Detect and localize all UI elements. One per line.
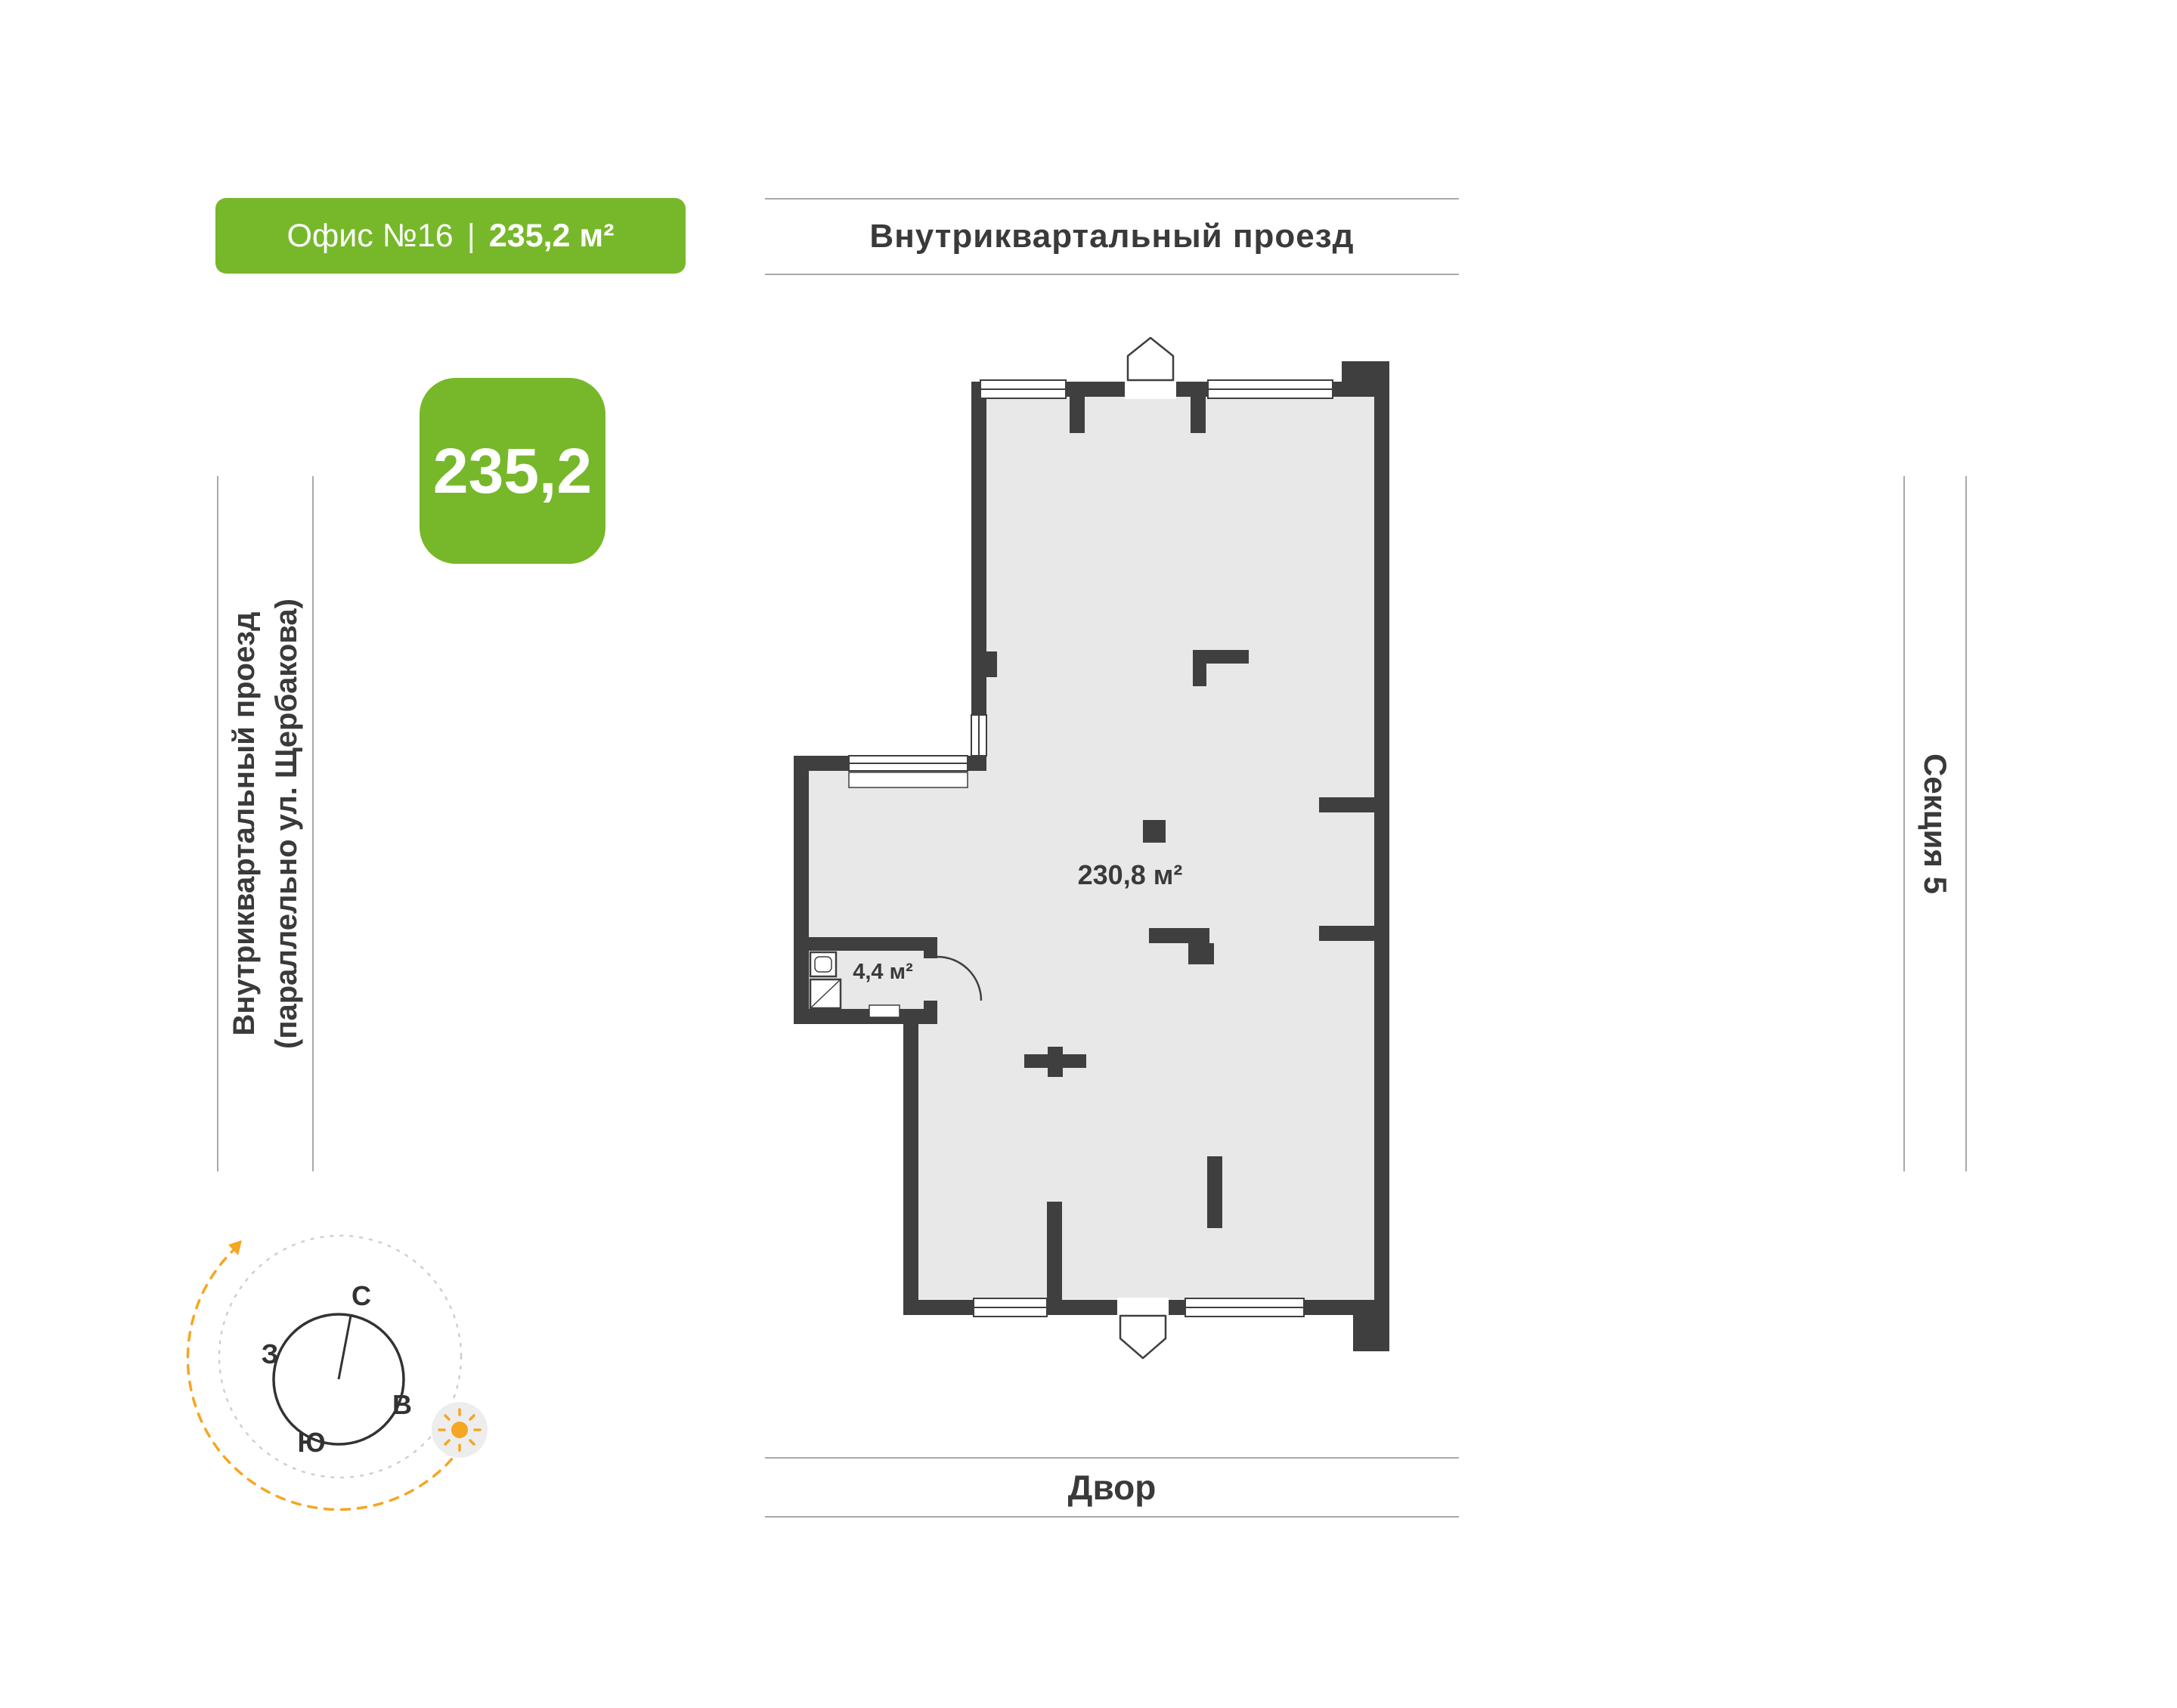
window bbox=[848, 755, 968, 788]
floor-plan: 230,8 м² 4,4 м² bbox=[794, 336, 1389, 1360]
threshold bbox=[869, 1004, 900, 1018]
sun-path-arrow-icon bbox=[228, 1240, 242, 1255]
plan-wall-stubs bbox=[971, 397, 1374, 1300]
entrance-arrow-icon bbox=[1119, 1314, 1167, 1360]
office-number: Офис №16 bbox=[286, 217, 454, 254]
yard-band: Двор bbox=[765, 1457, 1459, 1518]
window bbox=[971, 714, 987, 757]
compass-needle bbox=[337, 1315, 352, 1380]
washer-icon bbox=[809, 978, 842, 1010]
badge-separator: | bbox=[466, 217, 475, 254]
left-road-line1: Внутриквартальный проезд bbox=[228, 611, 261, 1036]
section-label: Секция 5 bbox=[1918, 753, 1953, 894]
window bbox=[973, 1298, 1048, 1317]
area-tile-value: 235,2 bbox=[432, 435, 593, 506]
left-road-band: Внутриквартальный проезд (параллельно ул… bbox=[217, 476, 314, 1171]
area-tile: 235,2 bbox=[420, 378, 605, 564]
left-road-line2: (параллельно ул. Щербакова) bbox=[270, 599, 303, 1049]
washbasin-icon bbox=[809, 951, 838, 978]
office-badge: Офис №16 | 235,2 м² bbox=[215, 198, 686, 274]
compass-east-label: В bbox=[392, 1389, 412, 1420]
section-band: Секция 5 bbox=[1903, 476, 1967, 1171]
compass-south-label: Ю bbox=[297, 1427, 325, 1458]
top-road-band: Внутриквартальный проезд bbox=[765, 198, 1459, 275]
entrance-arrow-icon bbox=[1126, 336, 1175, 382]
wc-door-swing bbox=[937, 955, 983, 1001]
entrances bbox=[1117, 336, 1176, 1360]
sun-icon bbox=[432, 1402, 488, 1458]
plan-floor bbox=[809, 397, 1374, 1300]
wc-room-walls bbox=[809, 937, 937, 1024]
windows bbox=[848, 379, 1333, 1317]
plan-wall-attachments bbox=[1342, 361, 1389, 1351]
main-room-area-label: 230,8 м² bbox=[1078, 859, 1183, 890]
wc-fixtures bbox=[809, 951, 900, 1018]
left-road-label: Внутриквартальный проезд (параллельно ул… bbox=[223, 599, 308, 1049]
sun-path-arc bbox=[186, 1249, 472, 1512]
top-road-label: Внутриквартальный проезд bbox=[869, 218, 1355, 255]
wc-area-label: 4,4 м² bbox=[853, 960, 913, 984]
top-door-opening bbox=[1125, 379, 1176, 399]
compass-outer-dashed-circle bbox=[218, 1234, 463, 1479]
window bbox=[980, 379, 1067, 399]
yard-label: Двор bbox=[1067, 1468, 1157, 1507]
compass-north-label: С bbox=[351, 1280, 371, 1311]
office-area: 235,2 м² bbox=[488, 217, 615, 254]
window bbox=[1207, 379, 1333, 399]
compass-west-label: З bbox=[262, 1338, 279, 1369]
compass-rose: С З В Ю bbox=[186, 1234, 488, 1512]
window bbox=[1184, 1298, 1305, 1317]
bottom-door-opening bbox=[1117, 1298, 1169, 1317]
